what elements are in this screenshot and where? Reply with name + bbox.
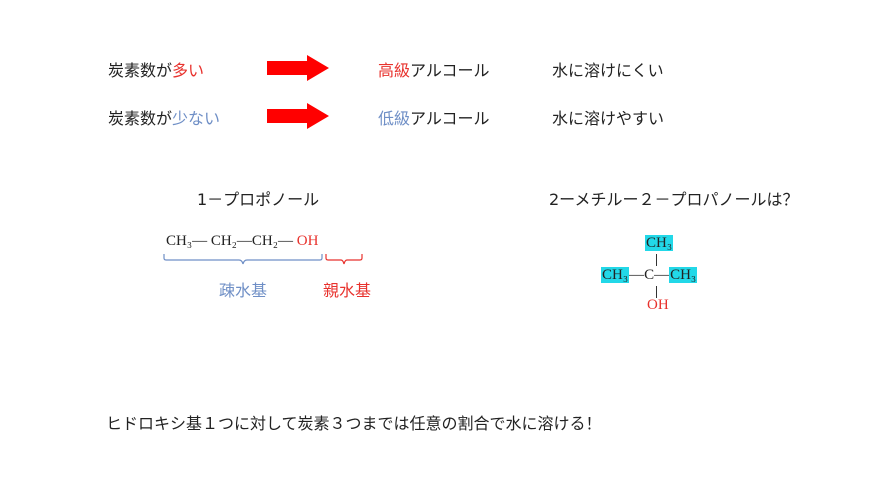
row2-subject-highlight: 少ない — [172, 109, 221, 128]
row2-subject-prefix: 炭素数が — [108, 109, 173, 128]
row1-subject: 炭素数が多い — [108, 57, 204, 81]
bottom-bond — [656, 286, 657, 298]
middle-row: CH₃—C—CH₃ — [601, 267, 698, 284]
left-bond: — — [629, 267, 645, 283]
ch3-group: CH₃ — [166, 233, 193, 249]
row2-result-suffix: アルコール — [410, 109, 490, 128]
ch2-group: CH₂ — [251, 233, 278, 249]
right-bond: — — [654, 267, 670, 283]
row2-subject: 炭素数が少ない — [108, 105, 220, 129]
top-ch3-text: CH₃ — [645, 235, 674, 251]
row1-result-highlight: 高級 — [378, 61, 411, 80]
ch2-group: CH₂ — [210, 233, 237, 249]
right-ch3-group: CH₃ — [669, 267, 698, 283]
single-bond: — — [236, 233, 252, 249]
right-arrow-icon — [267, 55, 329, 81]
hydrophobic-label: 疎水基 — [219, 281, 268, 300]
single-bond: — — [192, 233, 208, 249]
central-carbon: C — [644, 267, 655, 283]
left-ch3-group: CH₃ — [601, 267, 630, 283]
row2-property: 水に溶けやすい — [552, 109, 665, 128]
top-ch3-group: CH₃ — [645, 235, 674, 252]
hydrophobic-bracket — [163, 254, 323, 265]
hydrophilic-bracket — [325, 254, 363, 265]
row1-result-suffix: アルコール — [410, 61, 490, 80]
row1-property: 水に溶けにくい — [552, 61, 664, 80]
oh-group: OH — [296, 233, 319, 249]
row1-result: 高級アルコール — [378, 57, 490, 81]
single-bond: — — [277, 233, 293, 249]
conclusion-text: ヒドロキシ基１つに対して炭素３つまでは任意の割合で水に溶ける！ — [106, 414, 602, 433]
row2-result-highlight: 低級 — [378, 109, 411, 128]
row1-subject-prefix: 炭素数が — [108, 61, 173, 80]
propanol-formula: CH₃— CH₂—CH₂— OH — [166, 233, 318, 250]
bottom-oh-group: OH — [647, 297, 669, 313]
right-arrow-icon — [267, 103, 329, 129]
methylpropanol-title: 2ーメチルー２－プロパノールは？ — [549, 190, 799, 209]
propanol-title: 1－プロポノール — [197, 190, 320, 209]
row2-result: 低級アルコール — [378, 105, 490, 129]
hydrophilic-label: 親水基 — [323, 281, 372, 300]
row1-subject-highlight: 多い — [172, 61, 205, 80]
top-bond — [656, 254, 657, 266]
